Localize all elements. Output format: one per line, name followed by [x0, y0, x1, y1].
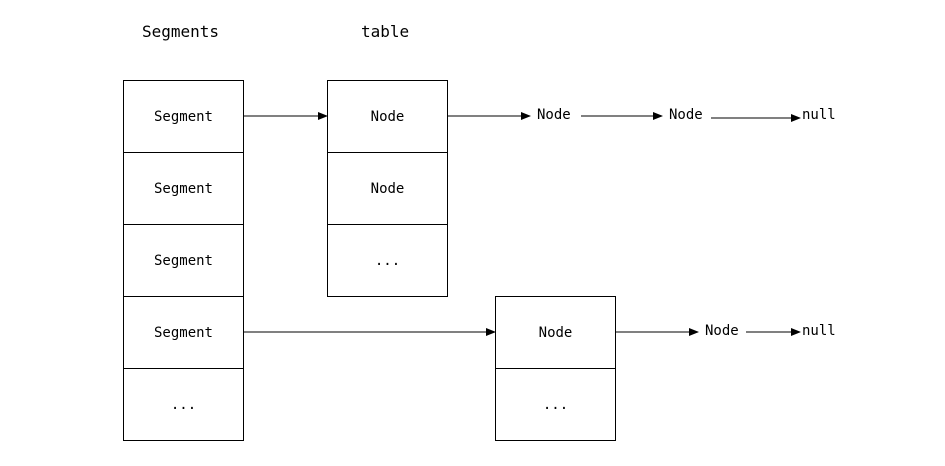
table-node-cell: Node — [327, 152, 448, 225]
second-table-ellipsis-cell: ... — [495, 368, 616, 441]
chain1-node-label: Node — [537, 107, 571, 123]
second-table-node-cell: Node — [495, 296, 616, 369]
segment-cell: Segment — [123, 80, 244, 153]
segments-heading: Segments — [142, 22, 220, 41]
segment-cell: Segment — [123, 224, 244, 297]
segment-cell: Segment — [123, 152, 244, 225]
chain1-node-label: Node — [669, 107, 703, 123]
segment-cell: Segment — [123, 296, 244, 369]
chain2-null-label: null — [802, 323, 836, 339]
segment-ellipsis-cell: ... — [123, 368, 244, 441]
chain2-node-label: Node — [705, 323, 739, 339]
chain1-null-label: null — [802, 107, 836, 123]
table-heading: table — [361, 22, 410, 41]
table-ellipsis-cell: ... — [327, 224, 448, 297]
table-node-cell: Node — [327, 80, 448, 153]
